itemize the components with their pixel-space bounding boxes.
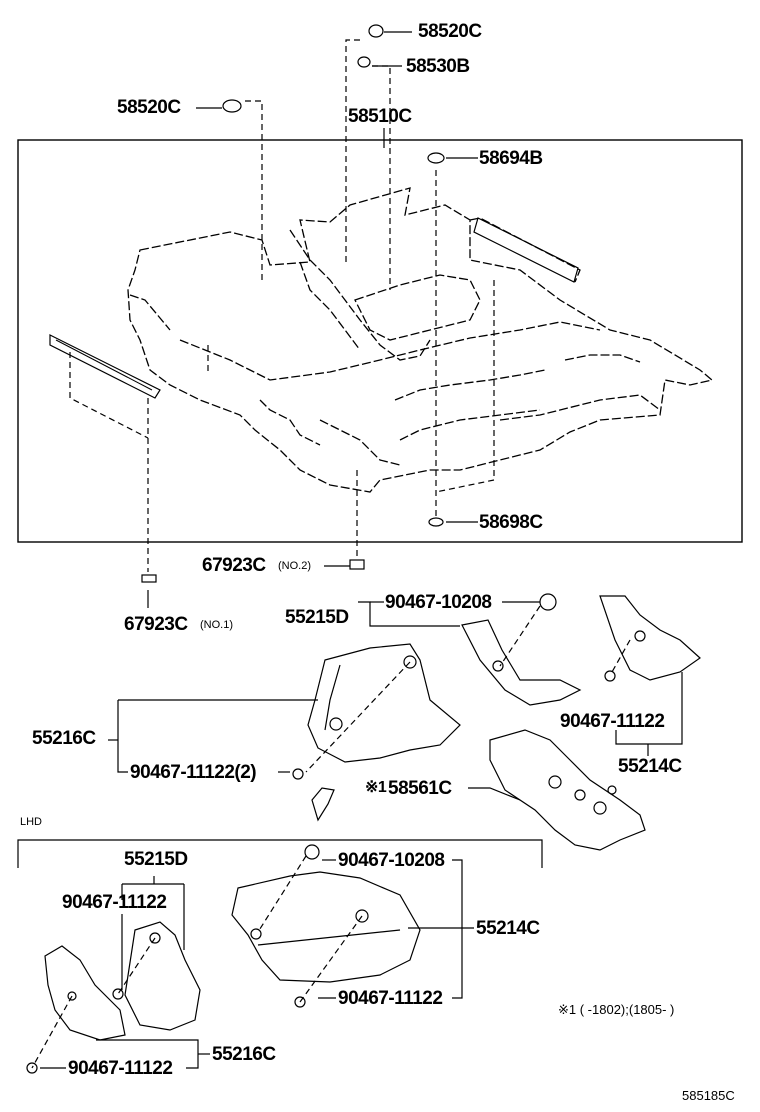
label-90467-11122-lhd-a: 90467-11122 (62, 892, 167, 913)
label-90467-11122-right: 90467-11122 (560, 711, 665, 732)
label-67923c-no1: 67923C (124, 614, 188, 635)
main-frame (17, 139, 743, 543)
right-rail (473, 217, 579, 283)
label-90467-10208-lhd: 90467-10208 (338, 850, 445, 871)
label-67923c-no2-note: (NO.2) (278, 560, 311, 572)
label-58510c: 58510C (348, 106, 412, 127)
label-58698c: 58698C (479, 512, 543, 533)
page-code: 585185C (682, 1088, 735, 1103)
lhd-leaders-dashed (31, 855, 363, 1069)
rhd-leaders-dashed (305, 605, 631, 773)
footnote: ※1 ( -1802);(1805- ) (558, 1002, 675, 1017)
label-55216c-rhd: 55216C (32, 728, 96, 749)
label-55214c-rhd: 55214C (618, 756, 682, 777)
label-58561c-mark: ※1 (365, 779, 387, 796)
rhd-leaders-solid (108, 601, 683, 801)
label-90467-11122-lhd-c: 90467-11122 (68, 1058, 173, 1079)
rhd-bolts (292, 670, 616, 780)
label-67923c-no1-note: (NO.1) (200, 619, 233, 631)
label-90467-11122-2: 90467-11122(2) (130, 762, 257, 783)
leader-solids (147, 31, 478, 608)
leader-lines-main (69, 39, 495, 572)
label-67923c-no2: 67923C (202, 555, 266, 576)
lhd-insulators (26, 844, 421, 1074)
label-55215d-rhd: 55215D (285, 607, 349, 628)
lhd-frame (17, 839, 543, 868)
label-58530b: 58530B (406, 56, 470, 77)
label-58520c-top: 58520C (418, 21, 482, 42)
label-55215d-lhd: 55215D (124, 849, 188, 870)
lhd-title: LHD (20, 816, 43, 828)
left-rail (49, 334, 161, 399)
label-55216c-lhd: 55216C (212, 1044, 276, 1065)
label-58694b: 58694B (479, 148, 543, 169)
label-55214c-lhd: 55214C (476, 918, 540, 939)
lhd-leaders-solid (40, 859, 474, 1069)
label-90467-11122-lhd-b: 90467-11122 (338, 988, 443, 1009)
label-58520c-left: 58520C (117, 97, 181, 118)
label-58561c: 58561C (388, 778, 452, 799)
label-90467-10208-rhd: 90467-10208 (385, 592, 492, 613)
floor-carpet-drawing (127, 187, 714, 493)
